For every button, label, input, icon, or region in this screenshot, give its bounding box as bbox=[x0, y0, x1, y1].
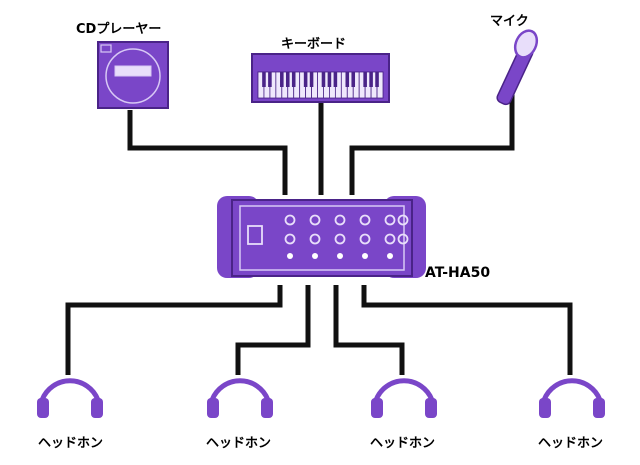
black-key bbox=[375, 72, 379, 87]
cd-player-label: CDプレーヤー bbox=[76, 22, 162, 37]
black-key bbox=[351, 72, 356, 87]
black-key bbox=[363, 72, 367, 87]
cd-player bbox=[97, 41, 169, 109]
amplifier-power-switch bbox=[247, 225, 263, 245]
headphone-right-cup bbox=[425, 398, 437, 418]
keyboard bbox=[251, 53, 390, 103]
black-key bbox=[369, 72, 373, 87]
cables bbox=[65, 90, 573, 375]
black-key bbox=[333, 72, 338, 87]
cable-amp-to-headphone-4 bbox=[361, 285, 573, 375]
volume-knob bbox=[309, 214, 321, 226]
cd-slot bbox=[114, 65, 152, 77]
cable-cd-to-amp bbox=[127, 110, 288, 195]
black-key bbox=[262, 72, 266, 87]
headphones-group bbox=[37, 378, 605, 418]
microphone-head bbox=[513, 29, 539, 59]
volume-knob bbox=[384, 214, 396, 226]
black-key bbox=[285, 72, 290, 87]
cable-amp-to-headphone-2 bbox=[235, 285, 311, 375]
headphone-label-3: ヘッドホン bbox=[370, 436, 436, 451]
volume-knob bbox=[359, 214, 371, 226]
headphone bbox=[207, 378, 273, 418]
keyboard-white-keys bbox=[257, 71, 384, 99]
black-key bbox=[345, 72, 350, 87]
black-key bbox=[268, 72, 272, 87]
cable-mic-to-amp bbox=[349, 90, 515, 195]
headphone-left-cup bbox=[371, 398, 383, 418]
black-key bbox=[303, 72, 308, 87]
headphone bbox=[371, 378, 437, 418]
volume-knob bbox=[284, 214, 296, 226]
headphone-left-cup bbox=[207, 398, 219, 418]
black-key bbox=[321, 72, 326, 87]
headphone-band bbox=[373, 378, 435, 402]
headphone-left-cup bbox=[539, 398, 551, 418]
headphone bbox=[37, 378, 103, 418]
indicator-dot bbox=[337, 253, 343, 259]
headphone-band bbox=[209, 378, 271, 402]
volume-knob bbox=[334, 214, 346, 226]
indicator-dot bbox=[287, 253, 293, 259]
cable-amp-to-headphone-1 bbox=[65, 285, 283, 375]
cable-amp-to-headphone-3 bbox=[333, 285, 405, 375]
indicator-dot bbox=[312, 253, 318, 259]
jack-socket bbox=[359, 233, 371, 245]
headphone-band bbox=[541, 378, 603, 402]
black-key bbox=[291, 72, 296, 87]
jack-socket bbox=[334, 233, 346, 245]
headphone bbox=[539, 378, 605, 418]
headphone-right-cup bbox=[593, 398, 605, 418]
microphone-label: マイク bbox=[490, 14, 529, 29]
jack-socket bbox=[284, 233, 296, 245]
amplifier-knobs bbox=[284, 214, 409, 259]
volume-knob bbox=[397, 214, 409, 226]
jack-socket bbox=[384, 233, 396, 245]
keyboard-label: キーボード bbox=[281, 37, 347, 52]
headphone-left-cup bbox=[37, 398, 49, 418]
indicator-dot bbox=[362, 253, 368, 259]
cd-player-button bbox=[100, 44, 112, 53]
headphone-label-1: ヘッドホン bbox=[38, 436, 104, 451]
jack-socket bbox=[397, 233, 409, 245]
headphone-label-2: ヘッドホン bbox=[206, 436, 272, 451]
microphone bbox=[496, 29, 539, 106]
jack-socket bbox=[309, 233, 321, 245]
keyboard-black-keys bbox=[262, 72, 379, 87]
black-key bbox=[280, 72, 284, 87]
indicator-dot bbox=[387, 253, 393, 259]
headphone-right-cup bbox=[261, 398, 273, 418]
model-label: AT-HA50 bbox=[425, 265, 491, 281]
headphone-label-4: ヘッドホン bbox=[538, 436, 604, 451]
amplifier bbox=[217, 196, 426, 278]
amplifier-panel bbox=[239, 205, 405, 271]
headphone-right-cup bbox=[91, 398, 103, 418]
headphone-band bbox=[39, 378, 101, 402]
black-key bbox=[309, 72, 314, 87]
black-key bbox=[327, 72, 332, 87]
